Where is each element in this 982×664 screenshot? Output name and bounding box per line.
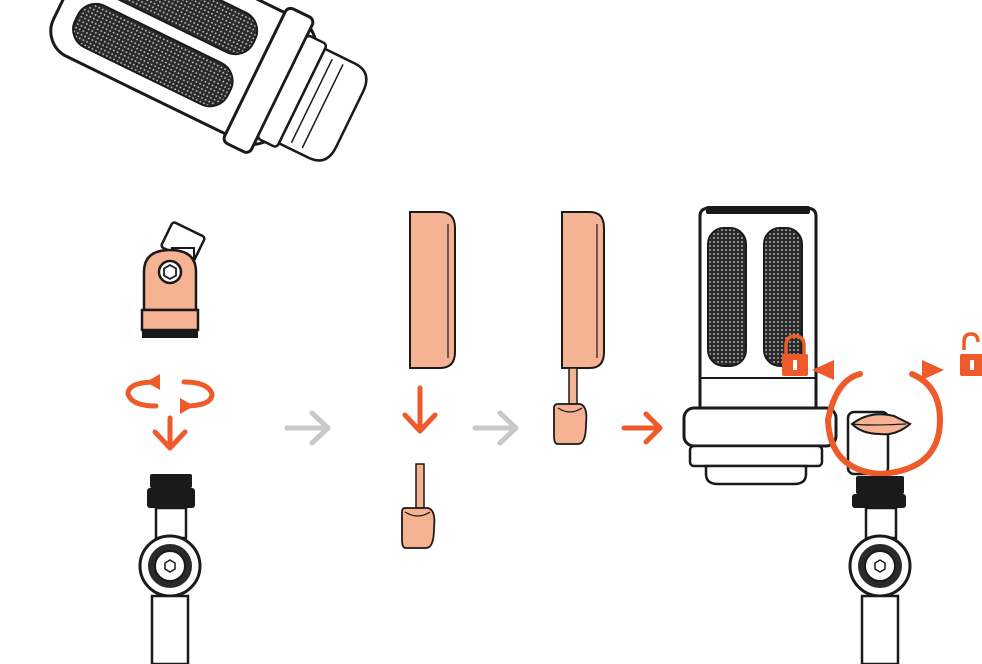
tilted-mic-body <box>49 0 368 162</box>
step-2-clamp-part <box>409 211 456 369</box>
unlock-icon <box>960 332 982 376</box>
step-1-microphone <box>49 0 368 338</box>
step-4-microphone <box>682 206 838 486</box>
step-3-clamp-with-knob <box>553 211 605 445</box>
down-arrow-icon <box>152 415 188 451</box>
stand-left <box>138 474 202 664</box>
mount-clamp <box>140 248 200 338</box>
right-arrow-icon <box>472 410 519 446</box>
right-arrow-icon <box>284 410 331 446</box>
stand-right <box>848 476 912 664</box>
right-arrow-icon <box>621 411 663 445</box>
lock-icon <box>782 334 808 376</box>
down-arrow-icon <box>402 385 438 434</box>
rotation-ring-icon <box>812 360 944 478</box>
knob-screw <box>401 463 436 549</box>
step-4-clamp <box>846 410 912 476</box>
rotate-arrows-icon <box>125 374 215 414</box>
